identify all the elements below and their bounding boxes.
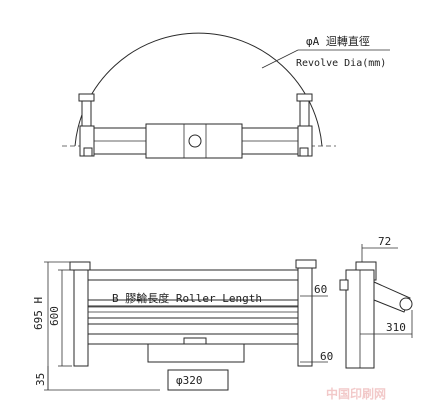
front-left-post <box>73 261 89 367</box>
front-rail-1 <box>87 269 299 281</box>
front-right-post <box>297 261 313 367</box>
dim-310-label: 310 <box>386 321 406 334</box>
dim-h-label: 695 H <box>32 297 45 330</box>
front-view: B 膠輪長度 Roller Length 695 H 600 35 60 60 … <box>32 259 333 391</box>
dia-leader <box>261 49 299 69</box>
top-left-fitting <box>83 147 93 157</box>
front-bottom-roller <box>147 343 245 363</box>
dim-600-label: 600 <box>48 306 61 326</box>
right-bracket-cap <box>296 93 313 102</box>
left-bracket-cap <box>78 93 95 102</box>
watermark: 中国印刷网 <box>326 386 386 401</box>
top-right-fitting <box>299 147 309 157</box>
side-fitting <box>339 279 349 291</box>
roller-length-label: B 膠輪長度 Roller Length <box>112 291 262 305</box>
dim-35-label: 35 <box>34 373 47 386</box>
front-rail-3 <box>87 317 299 325</box>
dia-label-cn: φA 迴轉直徑 <box>306 34 370 48</box>
dim-diameter-label: φ320 <box>176 374 203 387</box>
side-view: 72 310 <box>339 235 413 369</box>
dia-label-en: Revolve Dia(mm) <box>296 58 386 69</box>
side-arm-pivot <box>399 297 413 311</box>
dim-diameter-box <box>167 369 229 391</box>
top-roller-hole <box>188 134 202 148</box>
side-arm <box>373 281 411 313</box>
front-bottom-roller-top <box>183 337 207 345</box>
watermark-text: 中国印刷网 <box>326 386 386 401</box>
dim-72-label: 72 <box>378 235 391 248</box>
dim-60-lower-label: 60 <box>320 350 333 363</box>
front-left-cap <box>69 261 91 271</box>
front-rail-2 <box>87 299 299 307</box>
front-right-cap <box>295 259 317 269</box>
dim-60-upper-label: 60 <box>314 283 327 296</box>
top-view: φA 迴轉直徑 Revolve Dia(mm) <box>62 32 390 159</box>
